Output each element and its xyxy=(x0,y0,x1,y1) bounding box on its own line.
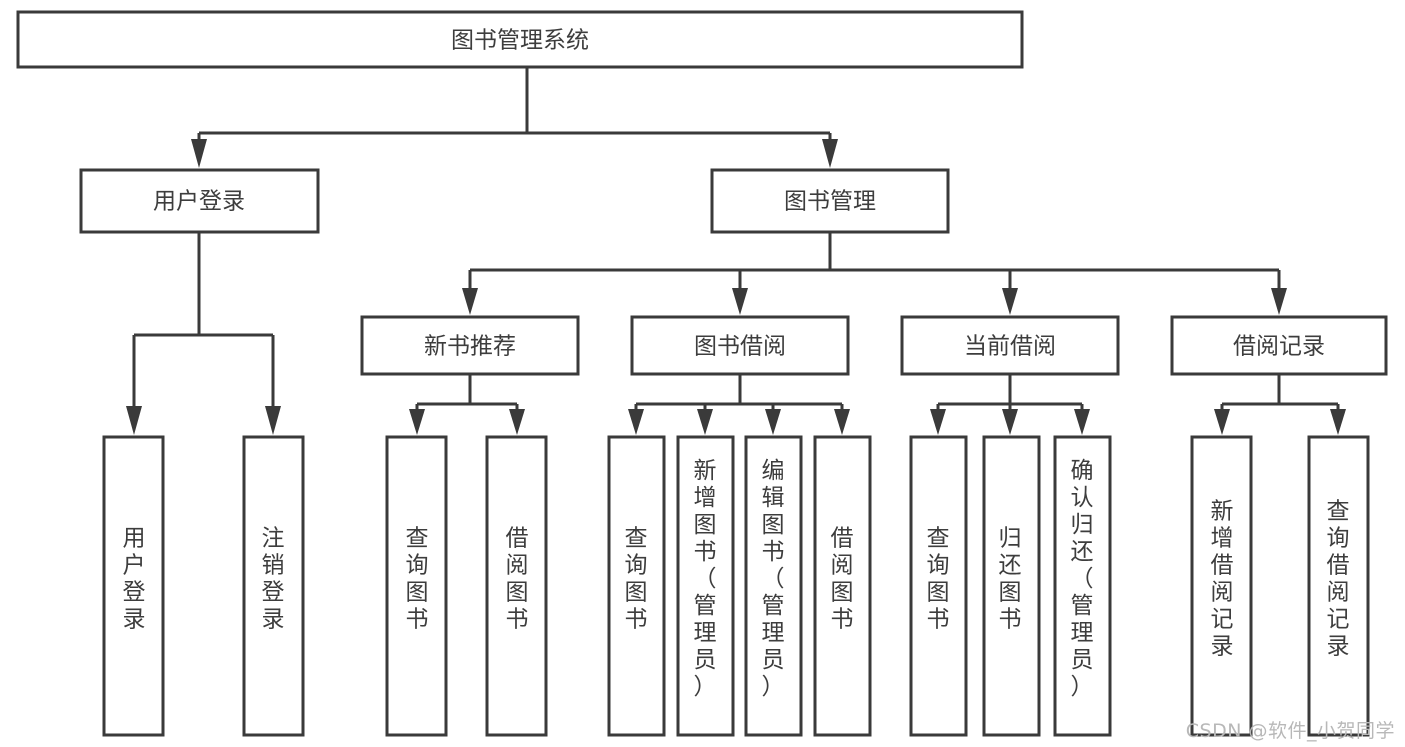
node-new-book-rec-box[interactable] xyxy=(360,315,580,376)
node-leaf-query-record[interactable]: 查询借阅记录 xyxy=(1307,435,1370,737)
arrow-new-book-rec xyxy=(462,288,478,315)
node-leaf-query-record-label: 查询借阅记录 xyxy=(1327,499,1350,660)
node-leaf-user-login[interactable]: 用户登录 xyxy=(102,435,165,737)
arrow-leaf-borrow-book-1 xyxy=(509,409,525,435)
node-leaf-query-book-2[interactable]: 查询图书 xyxy=(607,435,666,737)
node-leaf-query-book-3-box[interactable] xyxy=(909,435,968,737)
node-leaf-logout-box[interactable] xyxy=(242,435,305,737)
node-user-login[interactable]: 用户登录 xyxy=(79,168,320,234)
node-borrow-record[interactable]: 借阅记录 xyxy=(1170,315,1388,376)
node-root[interactable]: 图书管理系统 xyxy=(16,10,1024,69)
node-leaf-user-login-label: 用户登录 xyxy=(123,526,146,633)
node-leaf-borrow-book-1-box[interactable] xyxy=(485,435,548,737)
node-user-login-box[interactable] xyxy=(79,168,320,234)
arrow-current-borrow xyxy=(1002,288,1018,315)
arrow-book-borrow xyxy=(732,288,748,315)
arrow-leaf-add-record xyxy=(1214,409,1230,435)
node-new-book-rec-label: 新书推荐 xyxy=(424,334,516,360)
node-leaf-edit-book-box[interactable] xyxy=(744,435,803,737)
node-leaf-query-book-1-label: 查询图书 xyxy=(406,526,429,633)
node-leaf-query-book-3-label: 查询图书 xyxy=(927,526,950,633)
node-root-label: 图书管理系统 xyxy=(451,28,589,54)
arrow-leaf-confirm-return xyxy=(1074,409,1090,435)
node-leaf-confirm-return-box[interactable] xyxy=(1053,435,1112,737)
node-current-borrow-box[interactable] xyxy=(900,315,1120,376)
node-book-borrow[interactable]: 图书借阅 xyxy=(630,315,850,376)
node-current-borrow-label: 当前借阅 xyxy=(964,334,1056,360)
node-book-manage[interactable]: 图书管理 xyxy=(710,168,950,234)
node-leaf-query-book-1-box[interactable] xyxy=(385,435,448,737)
connector-layer xyxy=(126,67,1346,435)
node-borrow-record-label: 借阅记录 xyxy=(1233,334,1325,360)
node-leaf-edit-book[interactable]: 编辑图书（管理员） xyxy=(744,435,803,737)
node-leaf-logout-label: 注销登录 xyxy=(262,526,285,633)
node-leaf-add-record-label: 新增借阅记录 xyxy=(1211,499,1234,660)
node-user-login-label: 用户登录 xyxy=(153,189,245,215)
node-leaf-add-book-box[interactable] xyxy=(676,435,735,737)
node-leaf-borrow-book-2[interactable]: 借阅图书 xyxy=(813,435,872,737)
arrow-leaf-query-book-3 xyxy=(930,409,946,435)
arrow-leaf-logout xyxy=(265,406,281,435)
arrow-leaf-edit-book xyxy=(765,409,781,435)
arrow-leaf-borrow-book-2 xyxy=(834,409,850,435)
node-leaf-add-record-box[interactable] xyxy=(1190,435,1253,737)
node-leaf-return-book[interactable]: 归还图书 xyxy=(982,435,1041,737)
csdn-watermark: CSDN @软件_小贺同学 xyxy=(1185,720,1395,742)
node-leaf-return-book-label: 归还图书 xyxy=(999,526,1022,633)
arrow-leaf-query-book-2 xyxy=(628,409,644,435)
node-current-borrow[interactable]: 当前借阅 xyxy=(900,315,1120,376)
node-book-borrow-box[interactable] xyxy=(630,315,850,376)
node-new-book-rec[interactable]: 新书推荐 xyxy=(360,315,580,376)
node-leaf-query-book-2-box[interactable] xyxy=(607,435,666,737)
arrow-leaf-query-book-1 xyxy=(409,409,425,435)
node-root-box[interactable] xyxy=(16,10,1024,69)
node-book-manage-label: 图书管理 xyxy=(784,189,876,215)
node-book-borrow-label: 图书借阅 xyxy=(694,334,786,360)
node-leaf-query-record-box[interactable] xyxy=(1307,435,1370,737)
node-leaf-borrow-book-1-label: 借阅图书 xyxy=(506,526,529,633)
node-leaf-query-book-3[interactable]: 查询图书 xyxy=(909,435,968,737)
node-leaf-confirm-return-label: 确认归还（管理员） xyxy=(1071,458,1094,700)
arrow-leaf-add-book xyxy=(697,409,713,435)
node-leaf-edit-book-label: 编辑图书（管理员） xyxy=(762,458,785,700)
node-leaf-logout[interactable]: 注销登录 xyxy=(242,435,305,737)
arrow-leaf-user-login xyxy=(126,406,142,435)
node-leaf-borrow-book-2-label: 借阅图书 xyxy=(831,526,854,633)
node-leaf-add-record[interactable]: 新增借阅记录 xyxy=(1190,435,1253,737)
arrow-borrow-record xyxy=(1271,288,1287,315)
node-leaf-user-login-box[interactable] xyxy=(102,435,165,737)
node-leaf-add-book-label: 新增图书（管理员） xyxy=(694,458,717,700)
node-borrow-record-box[interactable] xyxy=(1170,315,1388,376)
node-leaf-return-book-box[interactable] xyxy=(982,435,1041,737)
node-leaf-query-book-1[interactable]: 查询图书 xyxy=(385,435,448,737)
node-leaf-borrow-book-2-box[interactable] xyxy=(813,435,872,737)
arrow-user-login xyxy=(191,139,207,168)
arrow-leaf-query-record xyxy=(1330,409,1346,435)
node-leaf-query-book-2-label: 查询图书 xyxy=(625,526,648,633)
node-leaf-confirm-return[interactable]: 确认归还（管理员） xyxy=(1053,435,1112,737)
arrow-book-manage xyxy=(822,139,838,168)
node-leaf-add-book[interactable]: 新增图书（管理员） xyxy=(676,435,735,737)
arrow-leaf-return-book xyxy=(1002,409,1018,435)
node-leaf-borrow-book-1[interactable]: 借阅图书 xyxy=(485,435,548,737)
node-book-manage-box[interactable] xyxy=(710,168,950,234)
